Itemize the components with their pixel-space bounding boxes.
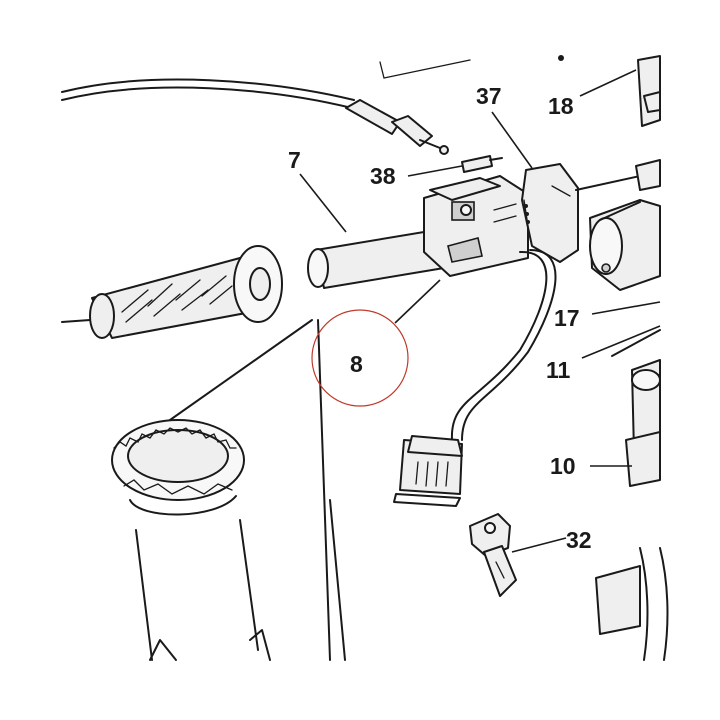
gear-teeth-ring — [113, 427, 237, 495]
fork-tube — [111, 319, 346, 661]
bolt-assembly — [637, 55, 661, 127]
wiring-harness — [393, 249, 557, 507]
grip-rubber — [61, 245, 283, 339]
screw — [461, 155, 503, 173]
switch-housing — [423, 175, 529, 277]
leader-lines — [299, 69, 661, 553]
lower-right-fragment — [595, 547, 669, 661]
callout-10: 10 — [550, 453, 576, 479]
right-side-components — [611, 329, 661, 487]
highlight-circle — [311, 309, 409, 407]
handlebar-bracket — [575, 159, 661, 291]
callout-37: 37 — [476, 83, 502, 109]
callout-18: 18 — [548, 93, 574, 119]
upper-frame-fragment — [379, 55, 564, 79]
throttle-cable — [61, 78, 449, 155]
callout-8: 8 — [350, 351, 363, 377]
ignition-key — [469, 513, 517, 597]
callout-11: 11 — [546, 357, 571, 383]
callout-7: 7 — [288, 147, 301, 173]
clamp-half — [521, 163, 579, 263]
callout-38: 38 — [370, 163, 396, 189]
callout-17: 17 — [554, 305, 580, 331]
callout-32: 32 — [566, 527, 592, 553]
